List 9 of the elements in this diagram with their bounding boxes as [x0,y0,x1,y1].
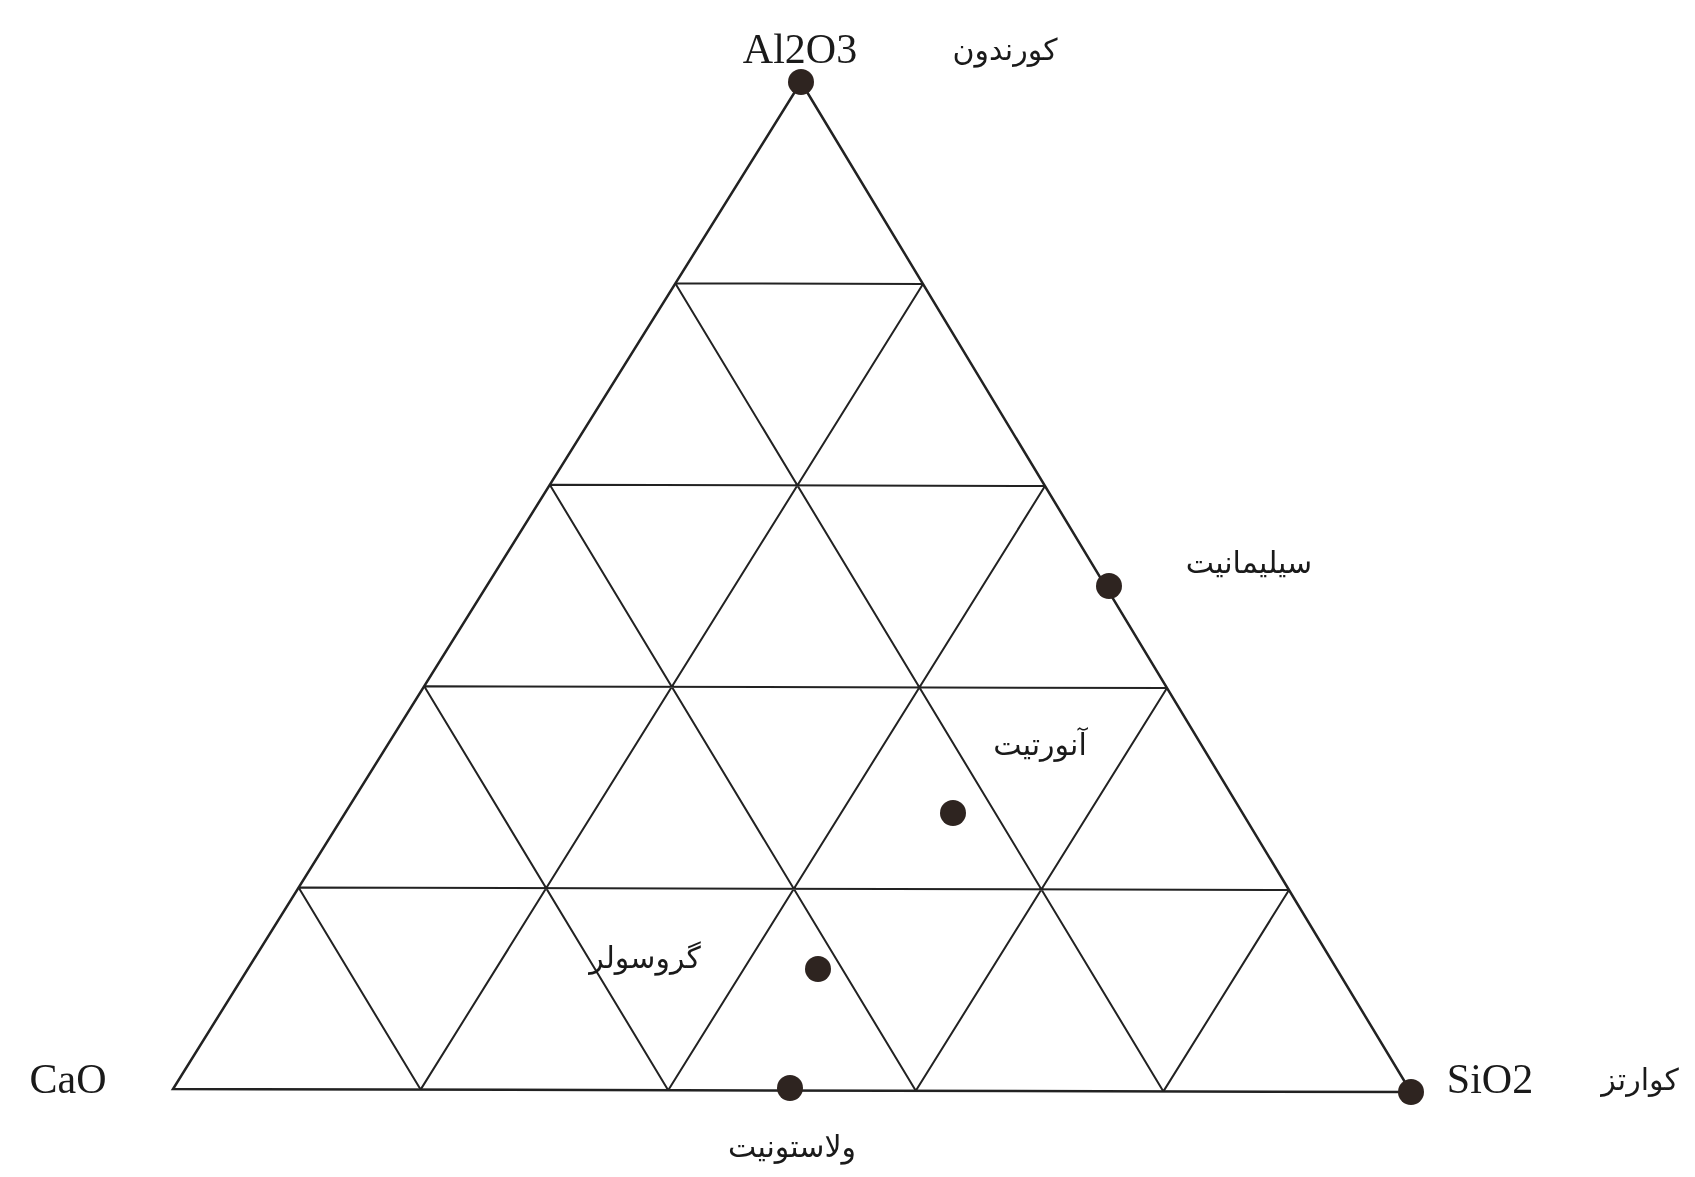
mineral-label: آنورتیت [993,726,1087,762]
axis-label: Al2O3 [742,25,858,73]
mineral-label: کورندون [952,31,1058,67]
mineral-label: ولاستونیت [727,1128,857,1164]
axis-label: SiO2 [1446,1055,1534,1103]
mineral-label: گروسولر [589,939,701,975]
axis-label: CaO [29,1055,107,1103]
mineral-label: کوارتز [1601,1061,1679,1097]
mineral-label: سیلیمانیت [1185,544,1313,580]
